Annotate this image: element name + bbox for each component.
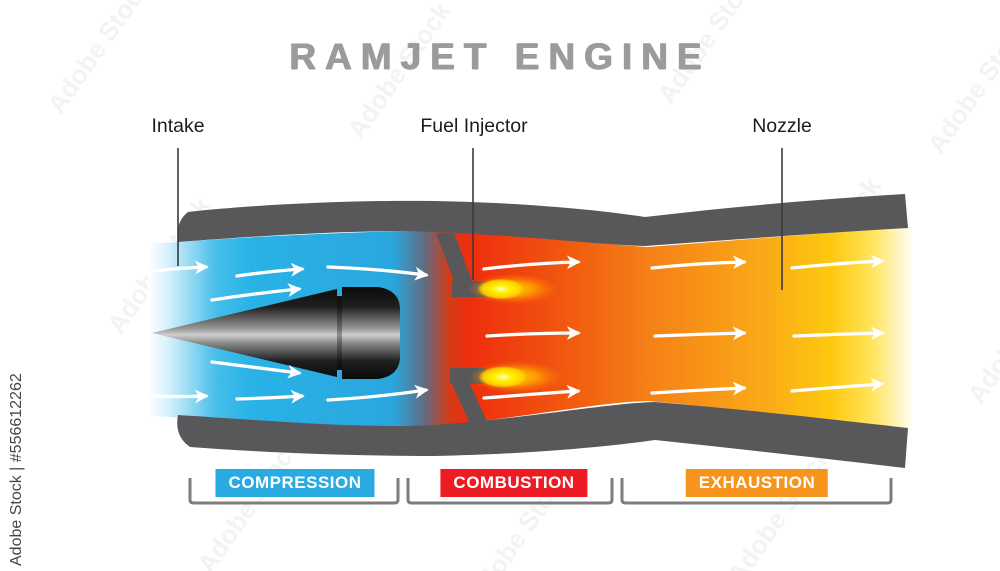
bracket-compression [188,478,400,505]
stage-label-exhaustion: EXHAUSTION [685,469,829,497]
flow-arrow [150,389,209,404]
engine-casing-bottom [177,402,908,468]
flow-arrow [653,326,747,341]
flow-arrow [792,326,885,341]
intake-spike [152,287,400,379]
spike-aft-body [342,287,400,379]
callout-nozzle-label: Nozzle [752,115,812,137]
flow-arrow [210,360,302,379]
flow-arrow [235,262,305,278]
stage-label-combustion: COMBUSTION [440,469,588,497]
stage-label-compression: COMPRESSION [215,469,375,497]
flow-arrow [482,384,581,400]
page-title: RAMJET ENGINE [289,36,711,77]
spike-cone [152,289,337,377]
flow-arrow [790,377,885,393]
flow-arrow [482,255,581,271]
flow-arrow [150,260,209,275]
callout-fuel-injector-label: Fuel Injector [420,115,528,137]
flame-top [468,274,558,304]
callout-intake-label: Intake [151,115,205,137]
flow-arrow [650,381,747,396]
flow-arrow [326,384,429,402]
flow-arrow [326,265,429,281]
flame-bottom [469,361,563,393]
flow-arrow [235,389,305,404]
flow-arrow [650,255,747,270]
flow-arrow [210,283,302,302]
flow-arrows [150,254,885,404]
watermark-id-text: Adobe Stock | #556612262 [8,373,25,566]
engine-casing-top [177,194,908,246]
flow-arrow [485,326,581,340]
flow-arrow [790,254,885,270]
flow-duct [148,227,912,430]
bracket-combustion [406,478,614,505]
bracket-exhaustion [620,478,893,505]
